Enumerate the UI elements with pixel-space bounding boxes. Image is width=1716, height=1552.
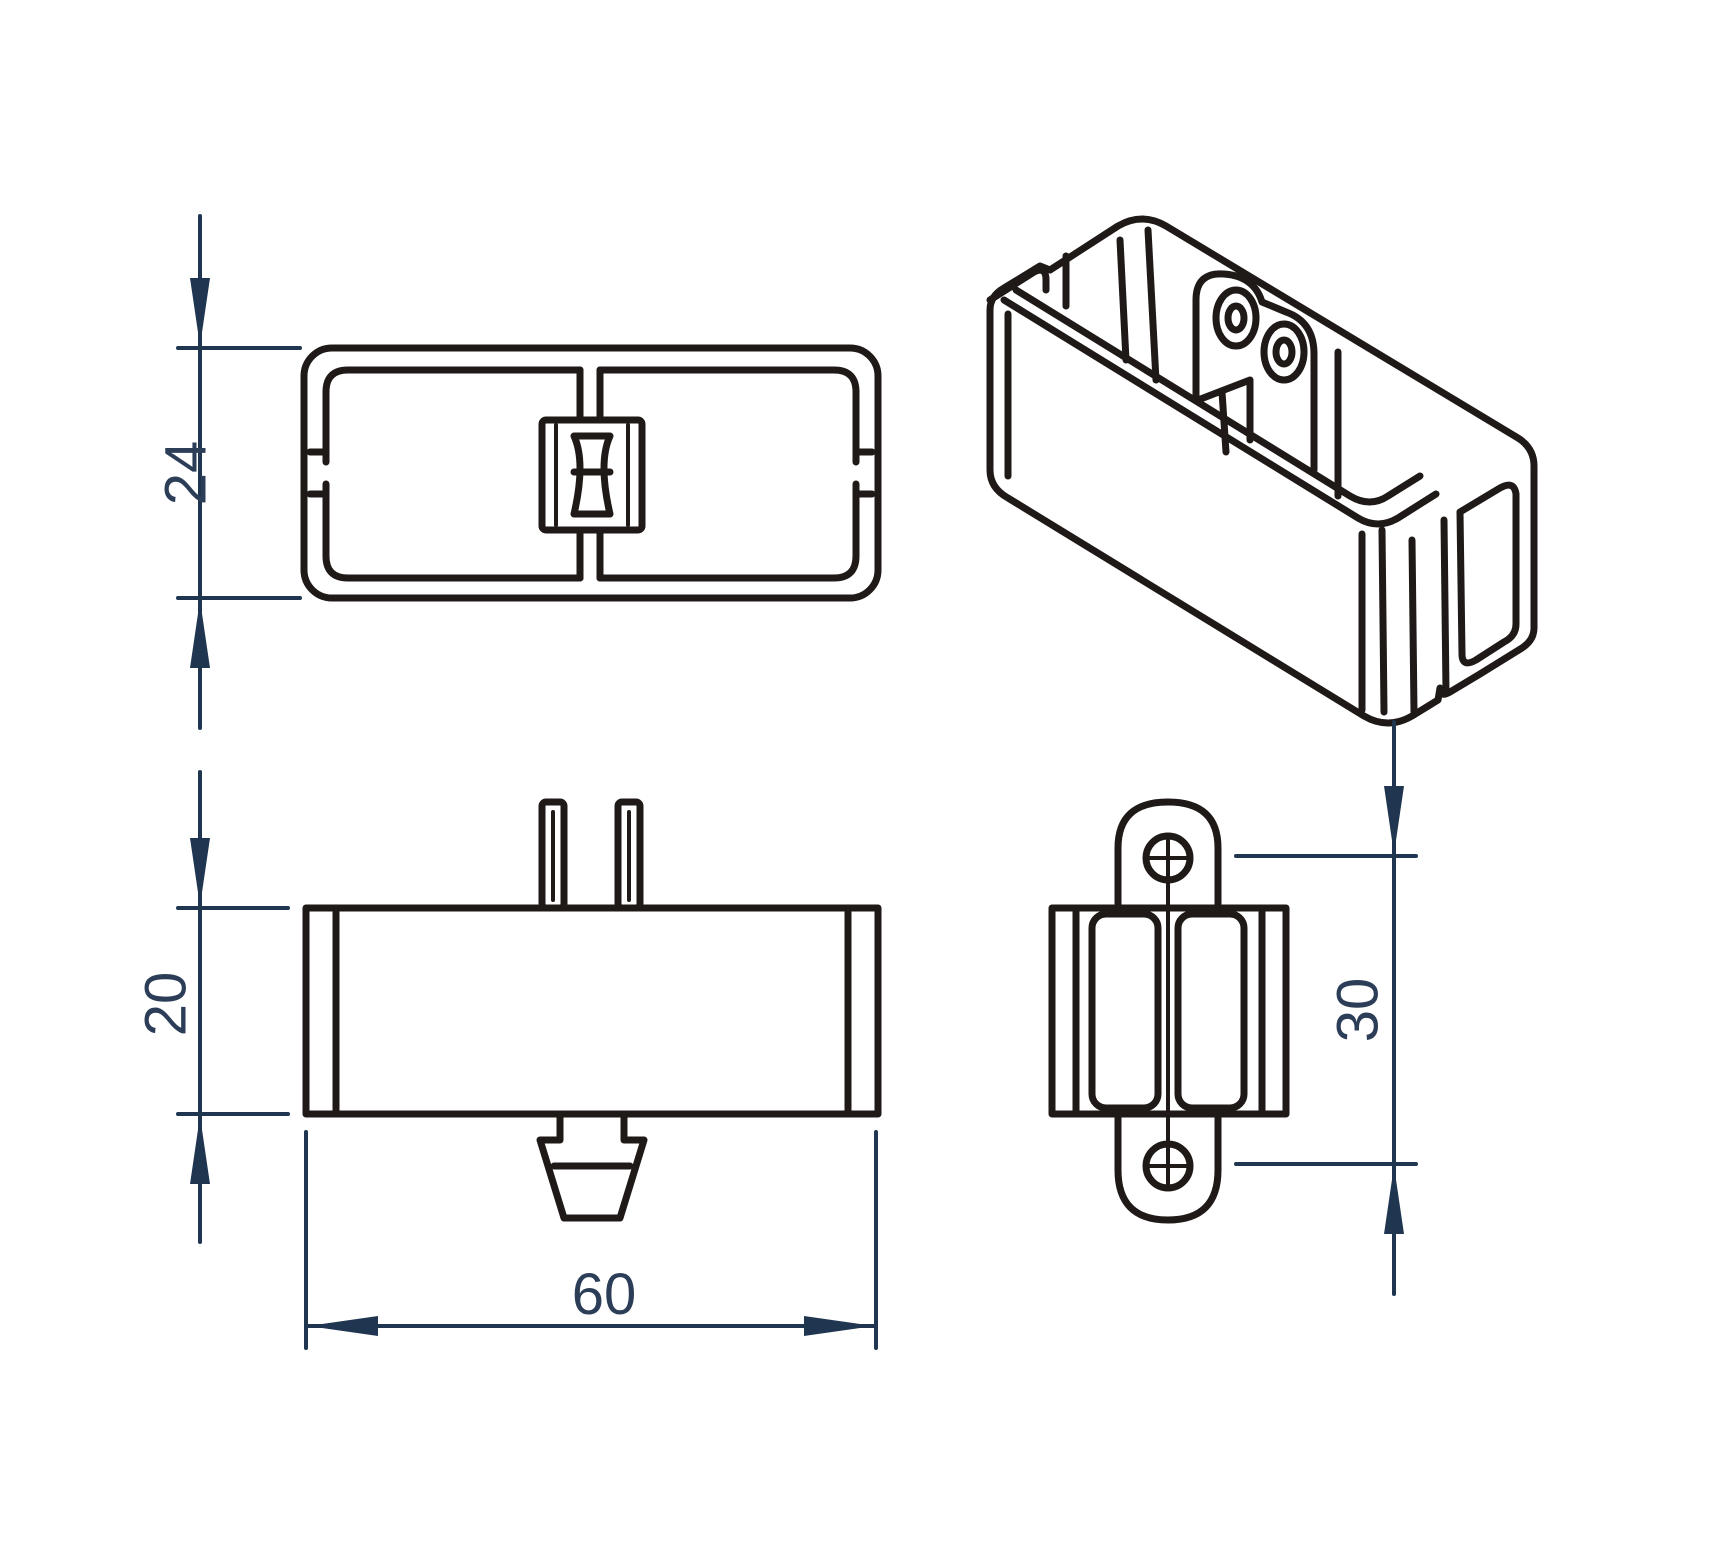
top-view — [300, 344, 882, 602]
dim-20-arrow-top — [190, 838, 210, 906]
isometric-right-clip — [1456, 481, 1520, 667]
isometric-front-top-edge — [1000, 296, 1440, 528]
dim-20-arrow-bottom — [190, 1116, 210, 1184]
isometric-center-tab — [1192, 270, 1318, 474]
dim-24-arrow-top — [190, 278, 210, 346]
isometric-front-right-corner-inner — [1378, 526, 1388, 716]
top-view-clip-h-shape — [570, 432, 614, 518]
front-view-body — [302, 904, 882, 1118]
isometric-tab-hole-left-inner — [1224, 302, 1248, 334]
dim-60-label: 60 — [572, 1262, 637, 1327]
side-view-left-pocket — [1088, 910, 1162, 1112]
side-view-right-pocket — [1174, 910, 1248, 1112]
isometric-view — [986, 215, 1538, 727]
top-view-center-clip — [538, 416, 646, 534]
dim-30-label: 30 — [1325, 978, 1390, 1043]
dim-24-arrow-bottom — [190, 600, 210, 668]
isometric-front-rim-inner — [1012, 286, 1424, 506]
isometric-tab-hole-right — [1260, 320, 1308, 384]
dim-24-label: 24 — [153, 441, 218, 506]
dimension-front-view-height: 20 — [133, 770, 290, 1244]
side-view — [1048, 798, 1290, 1224]
top-view-right-lower-wall — [596, 480, 860, 582]
isometric-back-divider — [1116, 226, 1160, 384]
dim-60-arrow-left — [308, 1316, 378, 1336]
dim-60-arrow-right — [804, 1316, 874, 1336]
front-view-bottom-clip — [536, 1110, 648, 1222]
dimension-side-view-hole-spacing: 30 — [1234, 720, 1418, 1296]
isometric-left-clip — [986, 266, 1050, 304]
isometric-tab-hole-left — [1212, 286, 1260, 350]
top-view-outer-outline — [300, 344, 882, 602]
top-view-left-lower-wall — [322, 480, 584, 582]
dimension-front-view-width: 60 — [304, 1130, 878, 1350]
dim-20-label: 20 — [133, 972, 198, 1037]
top-view-right-upper-wall — [596, 366, 860, 466]
dimension-top-view-height: 24 — [153, 214, 302, 730]
isometric-right-end-plate — [1408, 516, 1450, 716]
isometric-tab-hole-right-inner — [1272, 336, 1296, 368]
isometric-center-clip — [1194, 376, 1254, 456]
front-view — [302, 798, 882, 1222]
dim-30-arrow-bottom — [1384, 1166, 1404, 1234]
dim-30-arrow-top — [1384, 786, 1404, 854]
top-view-left-upper-wall — [322, 366, 584, 466]
